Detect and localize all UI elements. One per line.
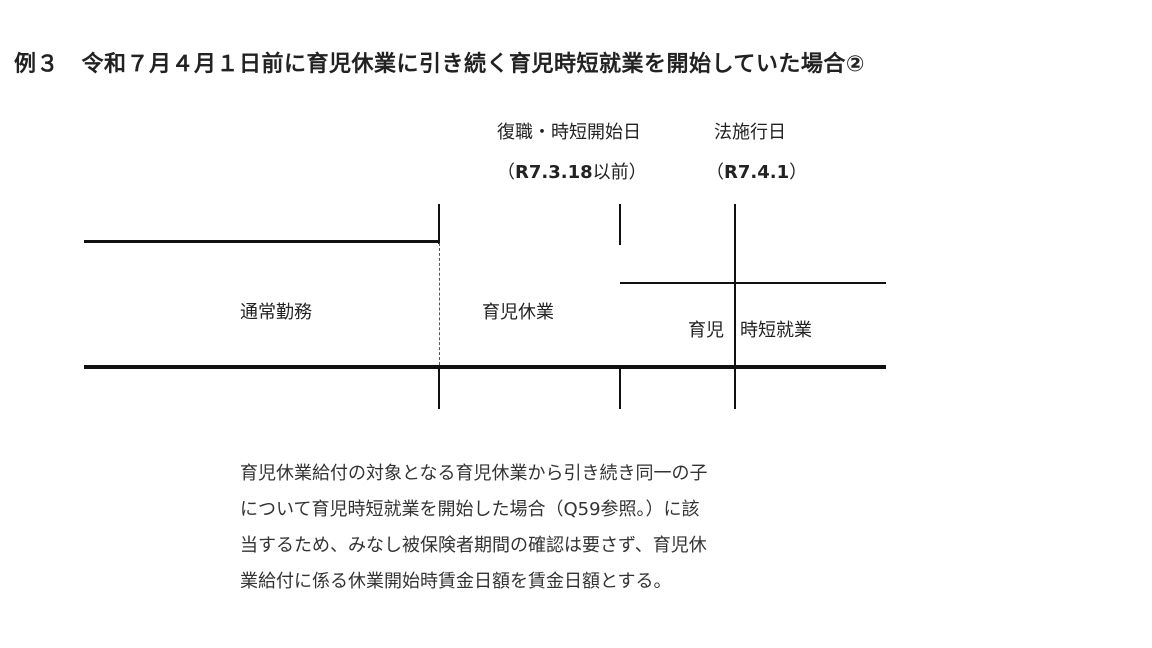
return-date-label: 復職・時短開始日 bbox=[497, 122, 641, 143]
short-time-prefix-label: 育児 bbox=[688, 320, 724, 341]
return-date-lower-tick bbox=[619, 367, 621, 409]
short-time-top-line bbox=[620, 282, 886, 284]
enforcement-date-suffix: ） bbox=[789, 162, 808, 183]
return-date-suffix: 以前） bbox=[592, 162, 647, 183]
enforcement-date-number: R7.4.1 bbox=[724, 162, 790, 183]
description-line: 当するため、みなし被保険者期間の確認は要さず、育児休 bbox=[240, 535, 707, 556]
timeline-baseline bbox=[84, 365, 886, 369]
leave-start-lower-tick bbox=[438, 367, 440, 409]
leave-start-dashed-line bbox=[439, 243, 440, 365]
short-time-work-label: 時短就業 bbox=[740, 320, 812, 341]
return-date-number: R7.3.18 bbox=[515, 162, 593, 183]
enforcement-date-open: （ bbox=[706, 162, 724, 183]
return-date-value: （R7.3.18以前） bbox=[497, 158, 647, 184]
description-line: 業給付に係る休業開始時賃金日額を賃金日額とする。 bbox=[240, 571, 672, 592]
childcare-leave-label: 育児休業 bbox=[482, 302, 554, 323]
leave-start-upper-tick bbox=[438, 204, 440, 244]
return-date-open: （ bbox=[497, 162, 515, 183]
description-line: について育児時短就業を開始した場合（Q59参照。）に該 bbox=[240, 499, 700, 520]
page-title: 例３ 令和７月４月１日前に育児休業に引き続く育児時短就業を開始していた場合② bbox=[14, 52, 865, 77]
normal-work-top-line bbox=[84, 240, 440, 243]
enforcement-date-line bbox=[734, 204, 736, 409]
normal-work-label: 通常勤務 bbox=[240, 302, 312, 323]
description-line: 育児休業給付の対象となる育児休業から引き続き同一の子 bbox=[240, 463, 708, 484]
description-text: 育児休業給付の対象となる育児休業から引き続き同一の子 について育児時短就業を開始… bbox=[240, 456, 840, 600]
enforcement-date-value: （R7.4.1） bbox=[706, 158, 807, 184]
enforcement-date-label: 法施行日 bbox=[714, 122, 786, 143]
return-date-upper-tick bbox=[619, 204, 621, 245]
